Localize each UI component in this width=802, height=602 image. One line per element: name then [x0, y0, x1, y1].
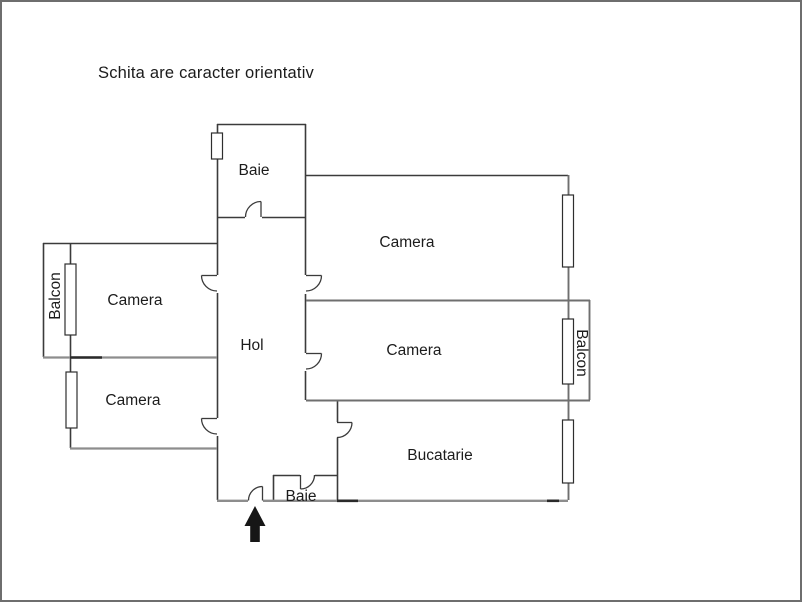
room-label-balcon-left: Balcon: [47, 272, 64, 319]
window: [65, 371, 78, 429]
camera-left-upper-door-swing-arc: [200, 275, 218, 292]
window: [210, 132, 224, 160]
entrance-arrow-icon: [244, 506, 266, 542]
window: [561, 194, 575, 268]
room-label-baie-bottom: Baie: [285, 488, 316, 505]
window: [64, 263, 77, 336]
window: [561, 318, 575, 385]
room-label-camera-left-upper: Camera: [107, 292, 163, 309]
entrance-door-swing-arc: [247, 485, 263, 501]
disclaimer-title: Schita are caracter orientativ: [98, 64, 315, 82]
window: [561, 419, 575, 484]
room-label-camera-left-lower: Camera: [105, 392, 161, 409]
room-label-bucatarie: Bucatarie: [407, 447, 472, 464]
camera-left-lower-door-swing-arc: [200, 418, 218, 435]
bucatarie-door-swing-arc: [336, 422, 353, 439]
room-label-baie-top: Baie: [238, 162, 269, 179]
room-label-camera-top-right: Camera: [379, 234, 435, 251]
room-label-hol: Hol: [240, 337, 263, 354]
baie-bottom-door-swing-arc: [300, 474, 316, 490]
camera-right-middle-door-swing-arc: [305, 353, 323, 370]
camera-top-right-door-swing-arc: [305, 275, 323, 292]
baie-top-door-swing-arc: [244, 200, 262, 218]
room-label-camera-right-middle: Camera: [386, 342, 442, 359]
room-label-balcon-right: Balcon: [573, 329, 590, 376]
